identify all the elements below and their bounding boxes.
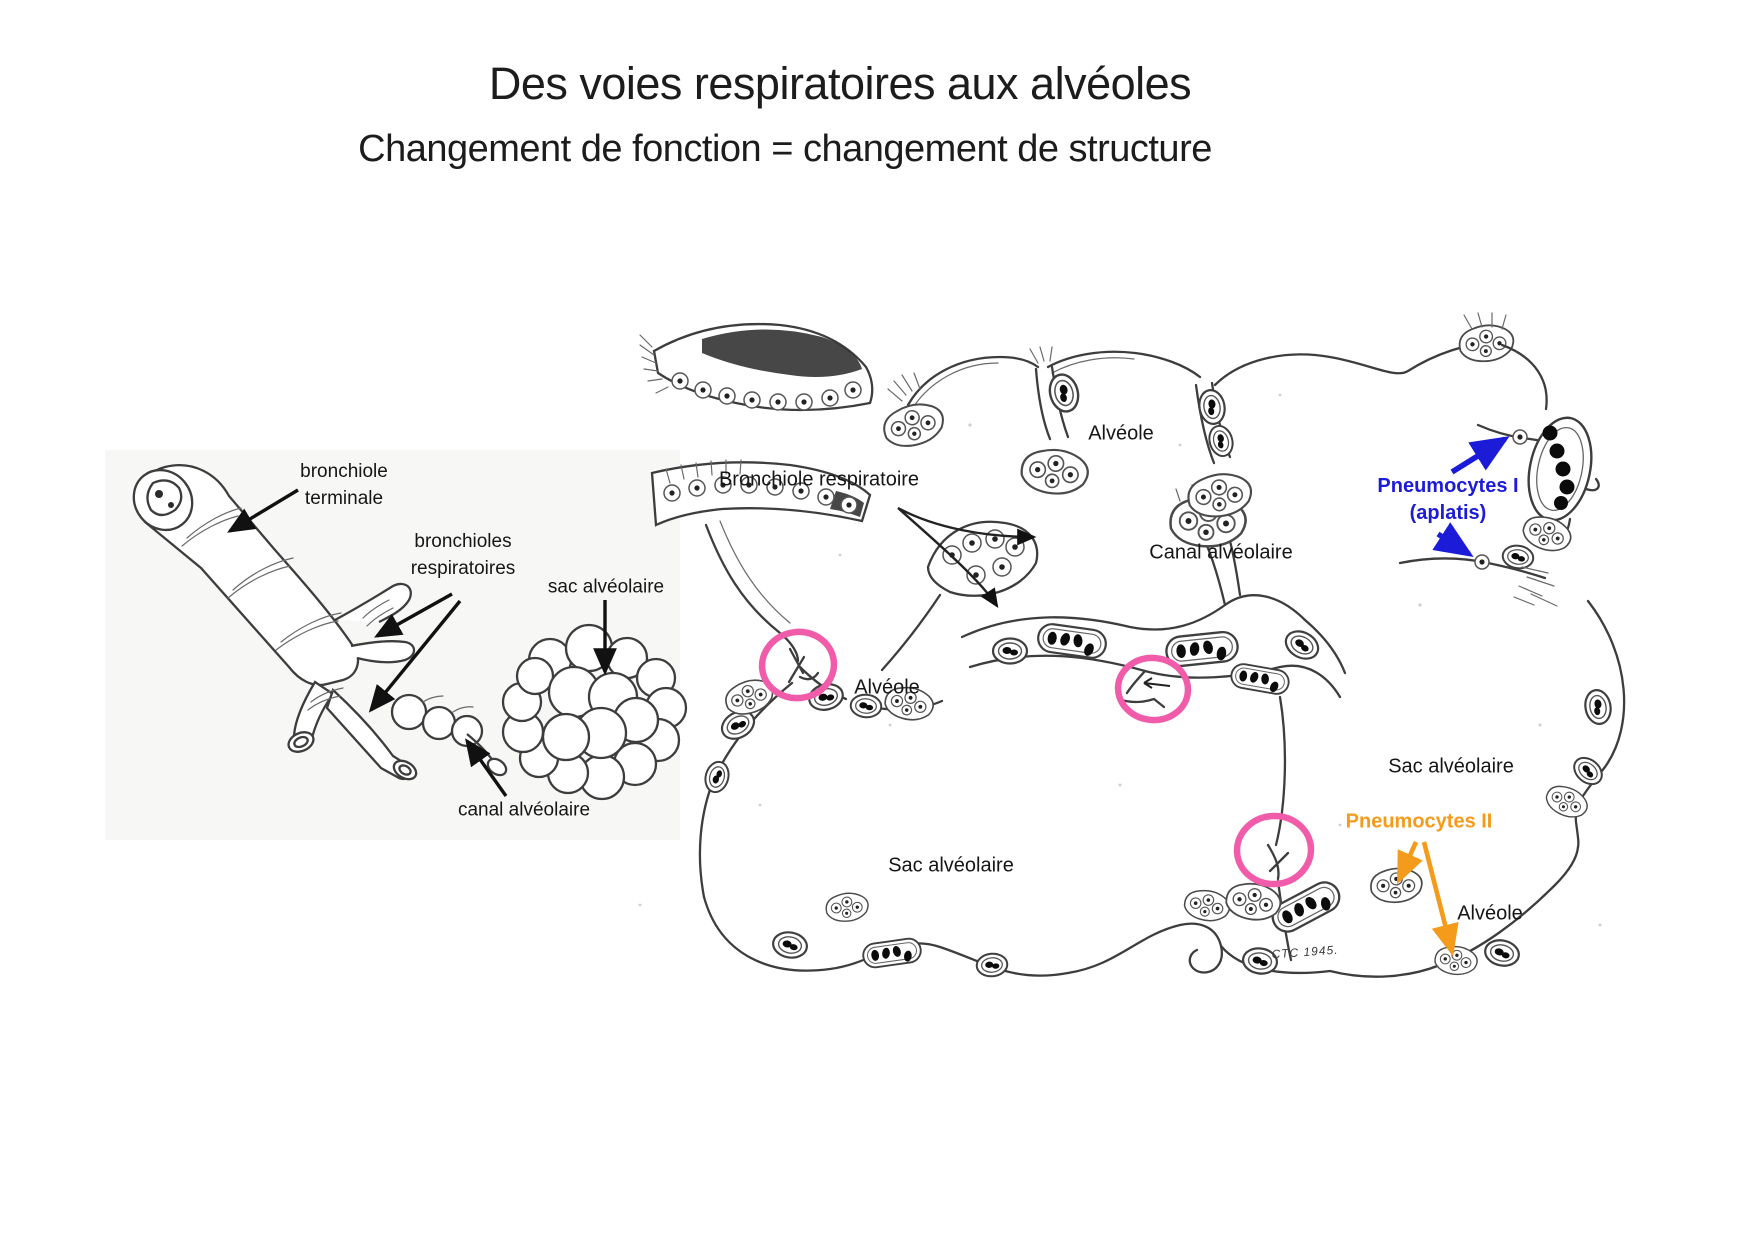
bottom-alveolar-sac-wall bbox=[702, 845, 1580, 979]
bronchiole-tube bbox=[136, 464, 360, 687]
label-sac-alveolaire-left-fig: sac alvéolaire bbox=[547, 576, 665, 598]
arrow-pneumocytes-2-left bbox=[1396, 841, 1423, 885]
respiratory-bronchiole-epithelium-top bbox=[639, 322, 874, 412]
arrow-pneumocytes-2-right bbox=[1421, 841, 1459, 957]
slide-subtitle: Changement de fonction = changement de s… bbox=[358, 128, 1212, 170]
label-bronchiole-terminale: bronchiole terminale bbox=[300, 458, 388, 512]
respiratory-bronchiole-epithelium-lower bbox=[650, 459, 872, 663]
arrow-transition-down bbox=[897, 507, 999, 609]
label-pneumocytes-1: Pneumocytes I (aplatis) bbox=[1377, 473, 1518, 527]
right-alveolar-wall bbox=[1398, 312, 1626, 849]
label-bronchioles-respiratoires-line2: respiratoires bbox=[410, 558, 516, 579]
label-canal-alveolaire-left-fig: canal alvéolaire bbox=[457, 799, 591, 821]
highlight-circle-1 bbox=[758, 628, 838, 702]
arrow-canal-alveolaire bbox=[465, 738, 508, 797]
label-alveole-middle: Alvéole bbox=[854, 676, 920, 699]
arrow-bronchioles-respiratoires-2 bbox=[368, 599, 462, 713]
arrow-bronchioles-respiratoires-1 bbox=[374, 592, 453, 638]
label-pneumocytes-1-line2: (aplatis) bbox=[1409, 502, 1487, 524]
alveolar-duct-walls bbox=[880, 482, 1347, 962]
scan-speckles bbox=[638, 393, 1602, 927]
top-alveolar-arcade bbox=[878, 342, 1504, 522]
label-bronchioles-respiratoires: bronchioles respiratoires bbox=[411, 528, 516, 582]
arrow-pneumocytes-1-lower bbox=[1432, 522, 1474, 557]
label-sac-alveolaire-right: Sac alvéolaire bbox=[1388, 755, 1514, 778]
label-alveole-top: Alvéole bbox=[1088, 422, 1154, 445]
label-canal-alveolaire: Canal alvéolaire bbox=[1149, 541, 1293, 564]
label-bronchiole-respiratoire: Bronchiole respiratoire bbox=[718, 468, 920, 491]
label-sac-alveolaire-bottom: Sac alvéolaire bbox=[888, 854, 1014, 877]
respiratory-bronchiole-branch bbox=[334, 582, 416, 664]
highlight-circle-3 bbox=[1233, 812, 1315, 888]
airway-illustration bbox=[132, 464, 688, 801]
label-pneumocytes-1-line1: Pneumocytes I bbox=[1377, 475, 1519, 497]
arrow-transition-right bbox=[897, 506, 1037, 546]
label-bronchiole-terminale-line2: terminale bbox=[304, 488, 384, 509]
slide-title: Des voies respiratoires aux alvéoles bbox=[488, 58, 1192, 109]
label-pneumocytes-2: Pneumocytes II bbox=[1345, 810, 1493, 833]
left-alveolar-wall bbox=[698, 673, 794, 899]
histology-illustration bbox=[638, 312, 1626, 979]
label-bronchiole-terminale-line1: bronchiole bbox=[300, 461, 388, 482]
arrow-bronchiole-terminale bbox=[227, 488, 299, 533]
arrow-pneumocytes-1-upper bbox=[1450, 436, 1510, 475]
pink-highlight-circles bbox=[758, 628, 1315, 888]
highlight-circle-2 bbox=[1114, 654, 1192, 724]
label-bronchioles-respiratoires-line1: bronchioles bbox=[414, 531, 512, 552]
label-alveole-bottom-right: Alvéole bbox=[1457, 902, 1523, 925]
alveolar-sac-cluster bbox=[501, 623, 688, 801]
